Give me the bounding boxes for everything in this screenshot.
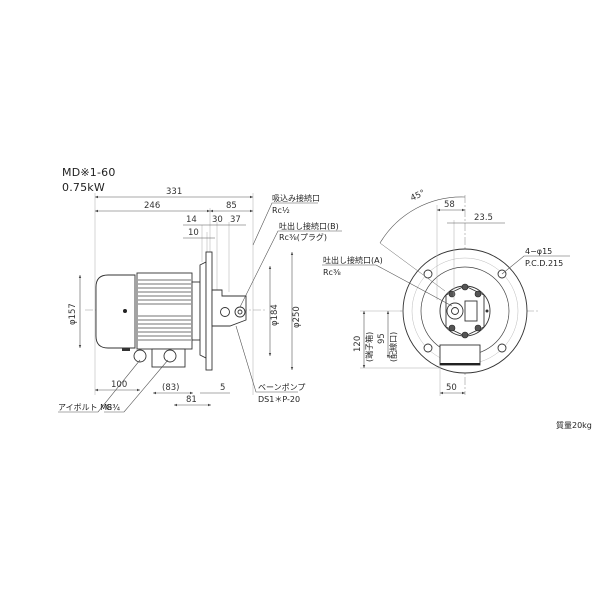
label-g-thread: G¾ [106,403,120,412]
label-discharge-b: 吐出し接続口(B) [279,221,339,231]
label-discharge-a: 吐出し接続口(A) [323,255,383,265]
dim-23-5: 23.5 [474,213,493,223]
power-rating: 0.75kW [62,181,105,194]
label-vane-pump-model: DS1＊P-20 [258,395,300,404]
wiring-port [163,349,177,363]
drain [122,348,130,351]
eyebolt-ring [133,349,147,363]
label-suction-thread: Rc½ [272,206,290,215]
label-discharge-b-thread: Rc⅜(プラグ) [279,232,327,242]
pump-bolts [448,283,482,339]
label-eyebolt: アイボルト M8 [58,403,112,412]
motor-body [136,272,193,350]
dim-246: 246 [144,201,160,211]
dim-85: 85 [226,201,237,211]
leader-vane-pump [235,325,298,393]
port-b [220,307,230,317]
dim-phi250: φ250 [292,306,302,328]
dim-95-note: (配線口) [388,332,398,362]
motor-fan-cover [95,274,136,349]
leader-g-thread [104,359,169,413]
dim-58: 58 [444,200,455,210]
dim-120-note: (端子箱) [364,332,374,362]
dim-10: 10 [188,228,199,238]
leader-eyebolt [58,359,141,413]
angle-ray [379,242,446,292]
mount-flange [205,251,213,371]
dim-14: 14 [186,215,197,225]
vane-pump [211,289,247,327]
dim-81: 81 [186,395,197,405]
dim-phi184: φ184 [270,304,280,326]
dim-95: 95 [377,333,387,344]
port-plate [464,300,478,322]
shaft [451,307,459,315]
mass-label: 質量20kg [556,420,592,430]
leader-discharge-b [239,230,342,308]
label-vane-pump: ベーンポンプ [258,383,305,392]
terminal-box-front [439,344,481,366]
front-view: 45° 58 23.5 120 (端子箱) 95 (配線口) 50 吐出し接続口… [322,188,570,396]
model-name: MD※1-60 [62,166,116,179]
cooling-fins [138,279,191,341]
dim-83: (83) [162,383,179,393]
dim-angle: 45° [409,188,427,203]
leader-holes [501,255,570,275]
dim-50: 50 [446,383,457,393]
leader-discharge-a [322,264,453,307]
label-holes: 4−φ15 [525,247,552,256]
side-view: 331 246 85 14 30 37 10 [58,187,342,413]
pin [485,309,489,313]
dim-phi157: φ157 [68,303,78,325]
dim-30: 30 [212,215,223,225]
dim-331: 331 [166,187,182,197]
dim-37: 37 [230,215,241,225]
label-discharge-a-thread: Rc⅜ [323,268,341,277]
label-pcd: P.C.D.215 [525,259,563,268]
port-suction-inner [237,309,243,315]
dim-100: 100 [111,380,127,390]
adapter [199,261,207,359]
label-suction-port: 吸込み接続口 [272,193,320,203]
dim-5: 5 [220,383,225,393]
angle-arc [379,196,466,244]
shaft-center [123,309,127,313]
leader-suction [252,202,318,246]
dim-120: 120 [353,336,363,352]
motor-flange [191,281,201,341]
